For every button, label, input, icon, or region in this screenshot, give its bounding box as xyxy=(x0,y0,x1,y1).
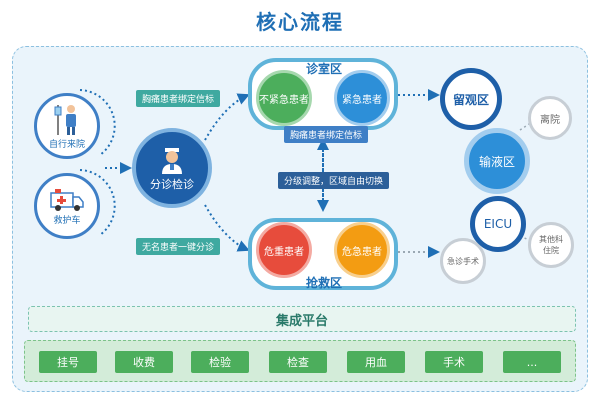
non-urgent-label: 不紧急患者 xyxy=(259,94,309,106)
ambulance-icon xyxy=(50,188,84,211)
discharge-label: 离院 xyxy=(540,114,560,126)
critical-label: 危重患者 xyxy=(264,246,304,258)
triage-circle: 分诊检诊 xyxy=(132,128,212,208)
rescue-zone-title: 抢救区 xyxy=(306,276,343,290)
page-title: 核心流程 xyxy=(256,10,344,34)
module-item: 检查 xyxy=(269,351,327,373)
source-ambulance-label: 救护车 xyxy=(53,215,81,226)
other-circle: 其他科 住院 xyxy=(528,222,574,268)
danger-label: 危急患者 xyxy=(342,246,382,258)
module-item: 检验 xyxy=(191,351,249,373)
triage-label: 分诊检诊 xyxy=(150,178,194,191)
arrow-triage-rescue xyxy=(204,204,250,252)
eicu-label: EICU xyxy=(483,217,513,231)
observation-label: 留观区 xyxy=(452,92,489,107)
surgery-label: 急诊手术 xyxy=(447,256,479,266)
source-arc-self xyxy=(79,89,116,156)
source-self-label: 自行来院 xyxy=(48,139,85,150)
triage-tag-bottom: 无名患者一键分诊 xyxy=(136,238,221,255)
integration-platform: 集成平台 xyxy=(28,306,576,332)
patient-iv-icon xyxy=(54,104,76,135)
surgery-circle: 急诊手术 xyxy=(440,238,486,284)
module-item: ... xyxy=(503,351,561,373)
source-ambulance-circle: 救护车 xyxy=(34,173,100,239)
module-item: 手术 xyxy=(425,351,483,373)
module-item: 收费 xyxy=(115,351,173,373)
clinic-tag: 胸痛患者绑定信标 xyxy=(284,126,369,143)
danger-circle: 危急患者 xyxy=(334,222,390,278)
triage-tag-top: 胸痛患者绑定信标 xyxy=(136,90,221,107)
switch-note: 分级调整，区域自由切换 xyxy=(278,172,390,189)
module-item: 挂号 xyxy=(39,351,97,373)
non-urgent-circle: 不紧急患者 xyxy=(256,70,312,126)
urgent-circle: 紧急患者 xyxy=(334,70,390,126)
urgent-label: 紧急患者 xyxy=(342,94,382,106)
module-bar: 挂号 收费 检验 检查 用血 手术 ... xyxy=(24,340,576,382)
infusion-label: 输液区 xyxy=(478,154,515,169)
module-item: 用血 xyxy=(347,351,405,373)
eicu-circle: EICU xyxy=(470,196,526,252)
other-label: 其他科 住院 xyxy=(539,235,563,255)
source-arc-ambulance xyxy=(79,169,116,236)
critical-circle: 危重患者 xyxy=(256,222,312,278)
discharge-circle: 离院 xyxy=(528,96,572,140)
arrow-triage-clinic xyxy=(204,93,250,141)
source-self-circle: 自行来院 xyxy=(34,93,100,159)
infusion-circle: 输液区 xyxy=(464,128,530,194)
observation-circle: 留观区 xyxy=(440,68,502,130)
clinic-zone-title: 诊室区 xyxy=(306,62,343,76)
nurse-icon xyxy=(162,148,182,174)
